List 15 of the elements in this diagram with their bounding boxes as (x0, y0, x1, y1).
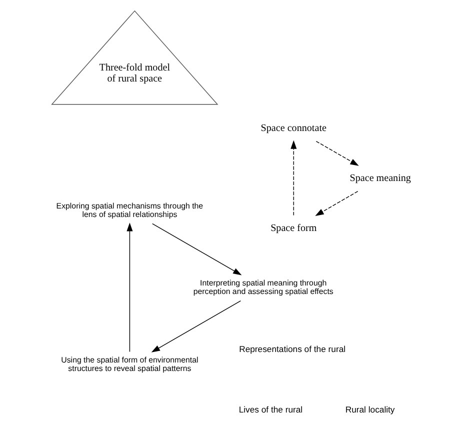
label: Lives of the rural (238, 404, 303, 414)
node-text: Using the spatial form of environmental structures to reveal spatial patterns (61, 356, 198, 374)
arrow (316, 140, 359, 166)
node-text: Interpreting spatial meaning through perception and assessing spatial effects (193, 278, 334, 296)
label: Rural locality (345, 404, 395, 414)
node-text: Exploring spatial mechanisms through the lens of spatial relationships (56, 201, 204, 219)
arrow (151, 300, 242, 352)
arrow (290, 140, 297, 216)
arrow (152, 223, 242, 276)
node-text: Space meaning (350, 172, 411, 184)
arrow (126, 222, 133, 352)
node-text: Space connotate (260, 122, 326, 134)
label: Representations of the rural (239, 344, 346, 354)
arrow (315, 190, 358, 216)
node-text: Space form (270, 223, 317, 234)
